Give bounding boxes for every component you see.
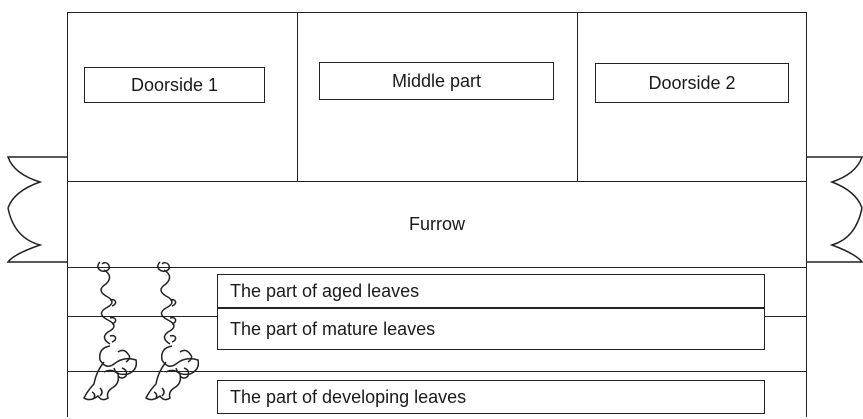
top-divider-left — [297, 12, 298, 181]
furrow-label: Furrow — [408, 213, 465, 234]
top-divider-right — [577, 12, 578, 181]
aged-leaves-label: The part of aged leaves — [230, 280, 420, 301]
mature-leaves-box: The part of mature leaves — [217, 308, 765, 350]
developing-leaves-label: The part of developing leaves — [230, 386, 467, 407]
furrow-bottom-line — [67, 267, 807, 268]
doorside-1-label: Doorside 1 — [130, 74, 219, 95]
side-flap-left-icon — [6, 156, 67, 263]
furrow-region: Furrow — [67, 181, 807, 267]
doorside-2-box: Doorside 2 — [595, 63, 789, 103]
middle-part-box: Middle part — [319, 62, 554, 100]
doorside-1-box: Doorside 1 — [84, 67, 265, 103]
middle-part-label: Middle part — [391, 70, 482, 91]
developing-leaves-box: The part of developing leaves — [217, 380, 765, 414]
diagram-frame — [67, 12, 807, 417]
side-flap-right-icon — [807, 156, 863, 263]
plant-icon — [83, 261, 138, 401]
furrow-top-line — [67, 181, 807, 182]
doorside-2-label: Doorside 2 — [648, 72, 736, 93]
plant-icon — [145, 261, 200, 401]
mature-developing-divider — [67, 371, 807, 372]
aged-leaves-box: The part of aged leaves — [217, 274, 765, 308]
mature-leaves-label: The part of mature leaves — [230, 318, 436, 339]
